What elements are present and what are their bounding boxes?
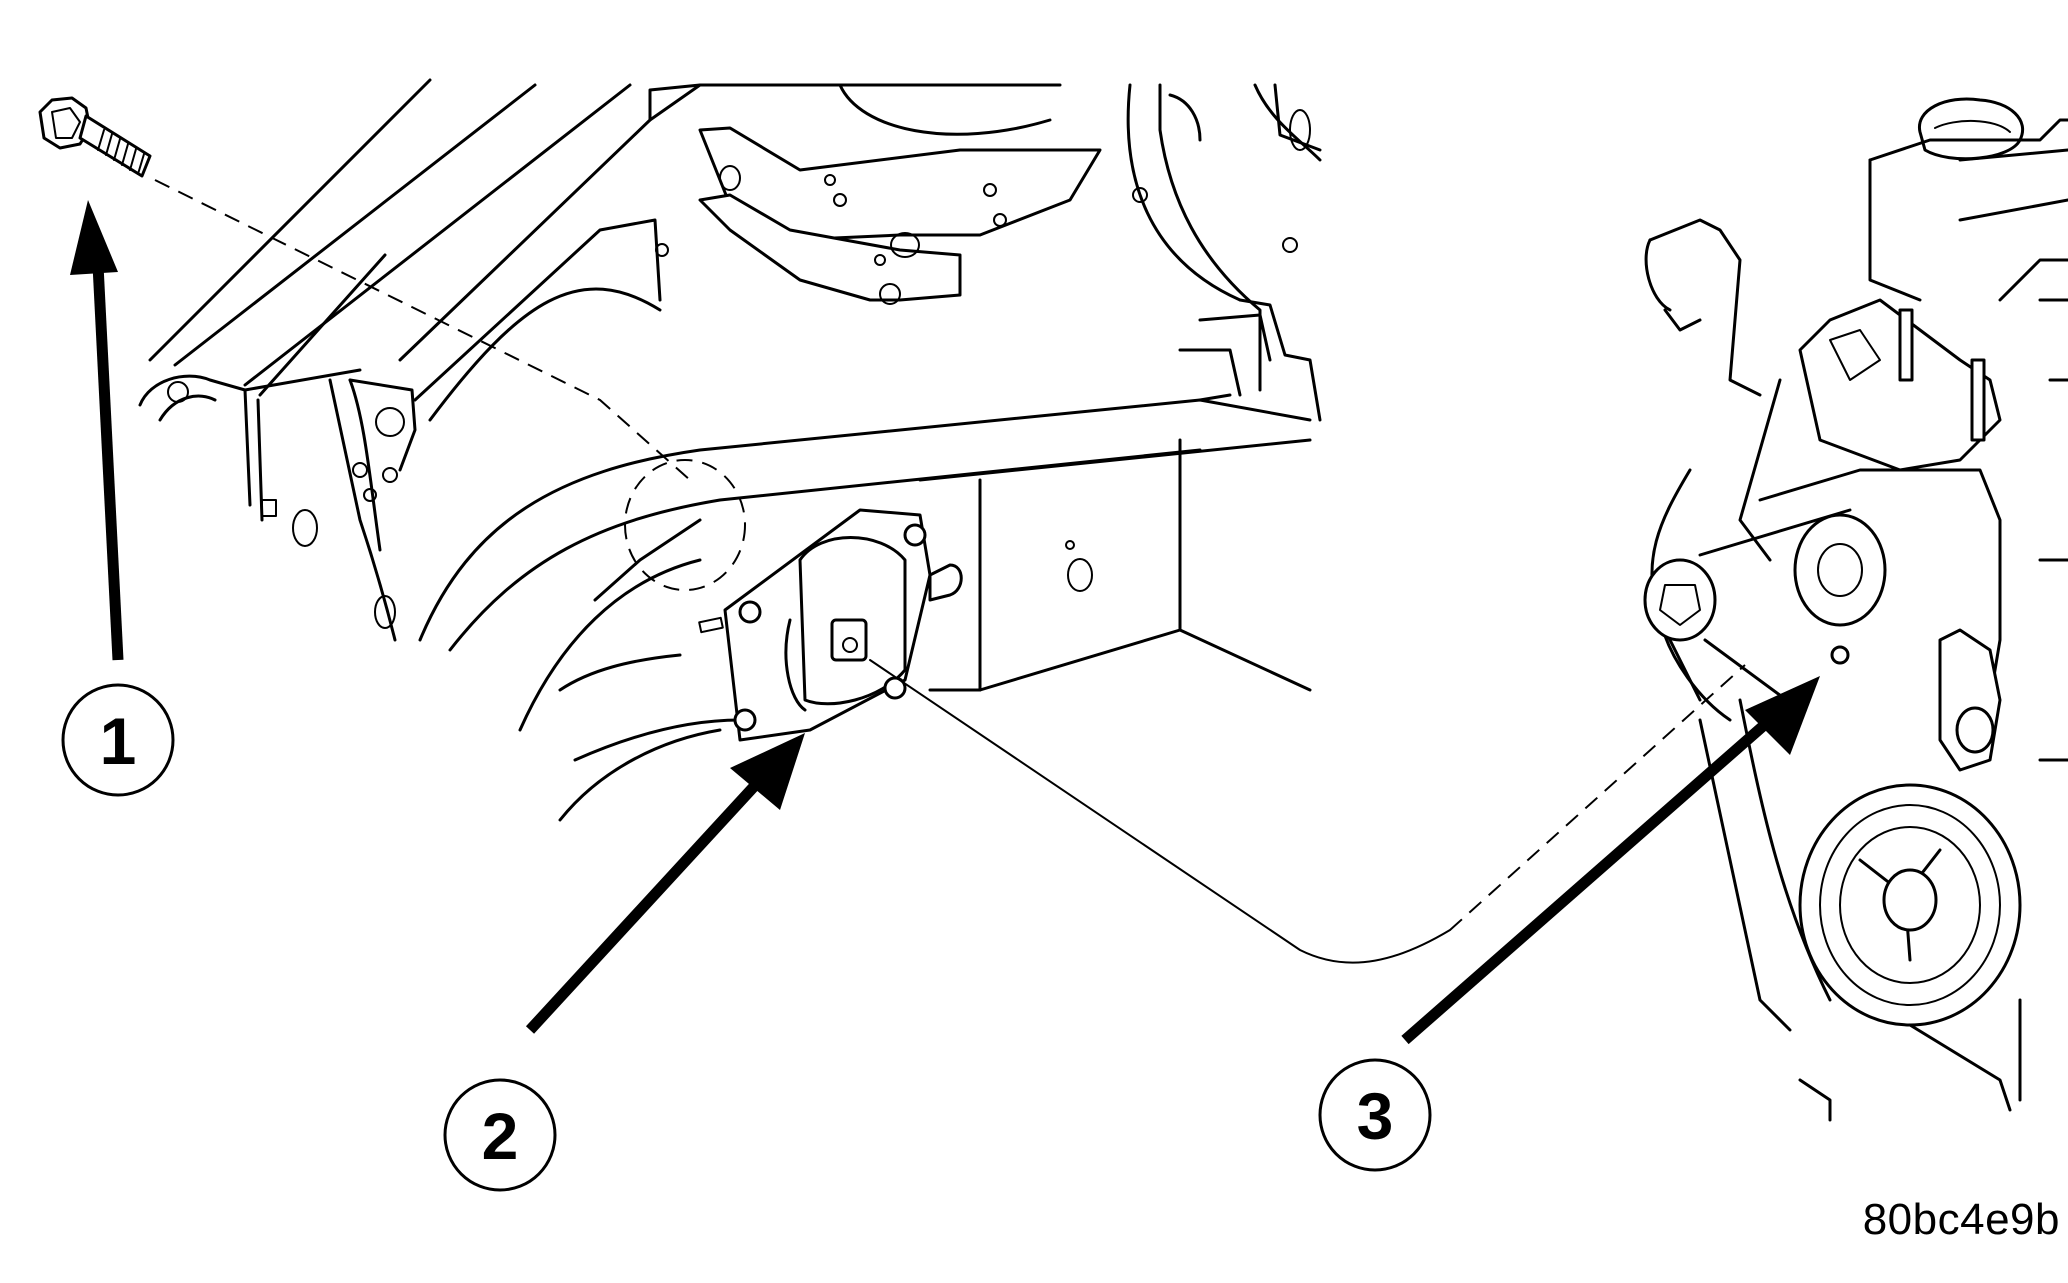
engine-drawing xyxy=(1643,97,2068,1122)
callout-1-number: 1 xyxy=(100,704,137,778)
bolt-drawing xyxy=(38,96,691,481)
callout-1: 1 xyxy=(61,683,175,797)
body-rail-drawing xyxy=(138,78,1322,822)
callout-2: 2 xyxy=(443,1078,557,1192)
arrow-2 xyxy=(525,733,805,1034)
arrow-1 xyxy=(70,200,124,661)
figure-id-label: 80bc4e9b xyxy=(1862,1195,2060,1244)
arrow-3 xyxy=(1401,676,1820,1045)
callout-3: 3 xyxy=(1318,1058,1432,1172)
callout-2-number: 2 xyxy=(482,1099,519,1173)
callout-3-number: 3 xyxy=(1357,1079,1394,1153)
mount-bracket-drawing xyxy=(723,508,1746,964)
